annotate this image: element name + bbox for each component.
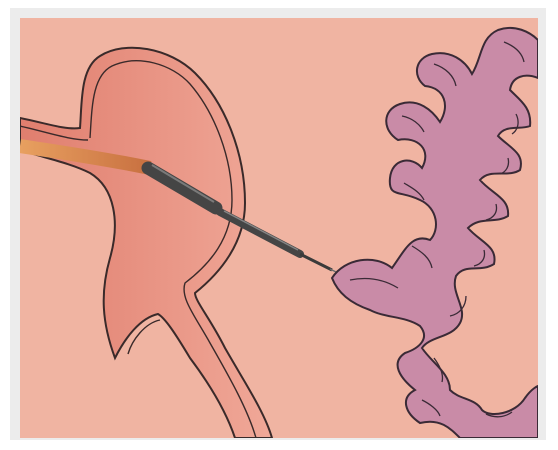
illustration-svg [20,18,538,438]
illustration-canvas [20,18,538,438]
